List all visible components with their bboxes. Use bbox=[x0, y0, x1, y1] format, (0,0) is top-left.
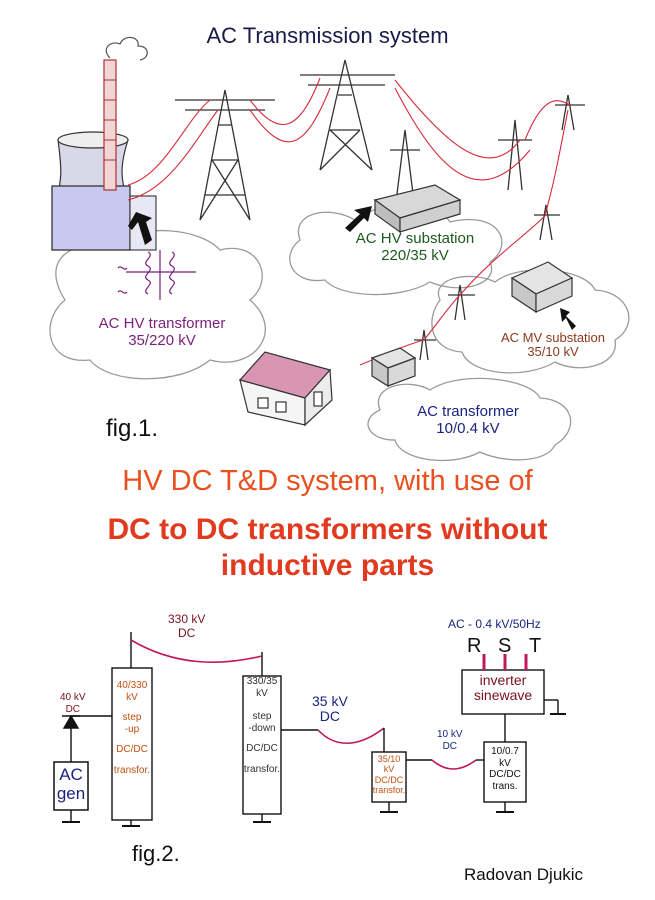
gen-output-type: DC bbox=[65, 703, 81, 715]
stepdown-kind: DC/DC bbox=[246, 743, 278, 754]
dcdc-35-10-suffix: transfor. bbox=[372, 785, 406, 796]
line-10kv-type: DC bbox=[442, 740, 458, 752]
gen-output-voltage: 40 kV bbox=[60, 692, 86, 703]
author-name: Radovan Djukic bbox=[464, 865, 584, 884]
dcdc-10-07-suffix: trans. bbox=[492, 780, 518, 792]
ac-transformer-name: AC transformer bbox=[417, 403, 519, 420]
line-330kv-voltage: 330 kV bbox=[168, 612, 206, 626]
pointer-arrows bbox=[128, 206, 576, 330]
ac-transformer-label: AC transformer 10/0.4 kV bbox=[398, 403, 538, 437]
stepup-type1: step bbox=[122, 712, 142, 723]
stepdown-type1: step bbox=[252, 711, 272, 722]
ac-output-label: AC - 0.4 kV/50Hz bbox=[448, 617, 541, 631]
line-35kv-voltage: 35 kV bbox=[312, 693, 348, 709]
line-10kv-label: 10 kV DC bbox=[437, 729, 463, 752]
ac-mv-substation-rating: 35/10 kV bbox=[527, 344, 579, 360]
line-330kv-type: DC bbox=[178, 625, 196, 640]
dcdc-10-07-ratio: 10/0.7 bbox=[491, 746, 519, 757]
inverter-line2: sinewave bbox=[473, 687, 533, 704]
ac-hv-substation-name: AC HV substation bbox=[355, 230, 475, 247]
stepdown-ratio: 330/35 bbox=[246, 676, 278, 687]
stepdown-transformer-label: 330/35 kV step -down DC/DC transfor. bbox=[243, 676, 281, 775]
dcdc-10-07-label: 10/0.7 kV DC/DC trans. bbox=[484, 746, 526, 792]
line-330kv-label: 330 kV DC bbox=[168, 612, 206, 641]
ac-hv-substation-rating: 220/35 kV bbox=[381, 246, 449, 264]
dc-circuit bbox=[53, 632, 566, 827]
stepup-ratio-unit: kV bbox=[126, 691, 138, 703]
headline-line3: inductive parts bbox=[220, 549, 435, 582]
house-illustration bbox=[238, 351, 333, 427]
stepup-transformer-label: 40/330 kV step -up DC/DC transfor. bbox=[112, 680, 152, 776]
inverter-label: inverter sinewave bbox=[462, 672, 544, 704]
stepup-suffix: transfor. bbox=[113, 764, 151, 776]
stepup-ratio: 40/330 bbox=[116, 680, 148, 691]
substation-boxes bbox=[370, 184, 574, 388]
inverter-line1: inverter bbox=[479, 672, 527, 688]
ac-transformer-rating: 10/0.4 kV bbox=[436, 419, 500, 437]
ac-generator-label: AC gen bbox=[54, 765, 88, 803]
ac-mv-substation-label: AC MV substation 35/10 kV bbox=[488, 330, 618, 360]
phase-r-label: R bbox=[467, 635, 482, 657]
ac-generator-line1: AC bbox=[59, 765, 83, 784]
ac-hv-transformer-rating: 35/220 kV bbox=[128, 331, 196, 349]
transmission-pylons bbox=[175, 59, 585, 361]
ac-hv-transformer-label: AC HV transformer 35/220 kV bbox=[62, 315, 262, 349]
page-title: AC Transmission system bbox=[206, 23, 449, 48]
ac-mv-substation-name: AC MV substation bbox=[500, 330, 606, 345]
stepdown-ratio-unit: kV bbox=[256, 687, 268, 699]
line-35kv-type: DC bbox=[319, 708, 341, 725]
headline-bold: DC to DC transformers without inductive … bbox=[0, 512, 655, 584]
stepdown-suffix: transfor. bbox=[243, 763, 281, 775]
power-lines bbox=[127, 77, 571, 366]
dcdc-35-10-kind: DC/DC bbox=[374, 774, 404, 785]
fig2-caption: fig.2. bbox=[132, 841, 180, 866]
stepup-type2: -up bbox=[124, 723, 140, 735]
phase-t-label: T bbox=[529, 635, 542, 657]
line-10kv-voltage: 10 kV bbox=[437, 729, 463, 740]
dcdc-10-07-kind: DC/DC bbox=[489, 769, 521, 780]
ac-hv-transformer-name: AC HV transformer bbox=[98, 315, 226, 332]
dcdc-35-10-unit: kV bbox=[383, 764, 395, 775]
stepup-kind: DC/DC bbox=[116, 744, 148, 755]
line-35kv-label: 35 kV DC bbox=[312, 693, 348, 725]
ac-generator-line2: gen bbox=[56, 783, 86, 803]
phase-s-label: S bbox=[498, 635, 512, 657]
headline-line1: HV DC T&D system, with use of bbox=[122, 465, 533, 497]
dcdc-10-07-unit: kV bbox=[499, 757, 511, 769]
dcdc-35-10-label: 35/10 kV DC/DC transfor. bbox=[372, 754, 406, 795]
hv-transformer-coils bbox=[117, 250, 196, 300]
dcdc-35-10-ratio: 35/10 bbox=[377, 754, 401, 764]
gen-output-label: 40 kV DC bbox=[60, 692, 86, 715]
fig1-caption: fig.1. bbox=[106, 415, 159, 442]
headline-line2: DC to DC transformers without bbox=[107, 513, 548, 546]
stepdown-type2: -down bbox=[248, 722, 276, 734]
ac-hv-substation-label: AC HV substation 220/35 kV bbox=[330, 230, 500, 264]
